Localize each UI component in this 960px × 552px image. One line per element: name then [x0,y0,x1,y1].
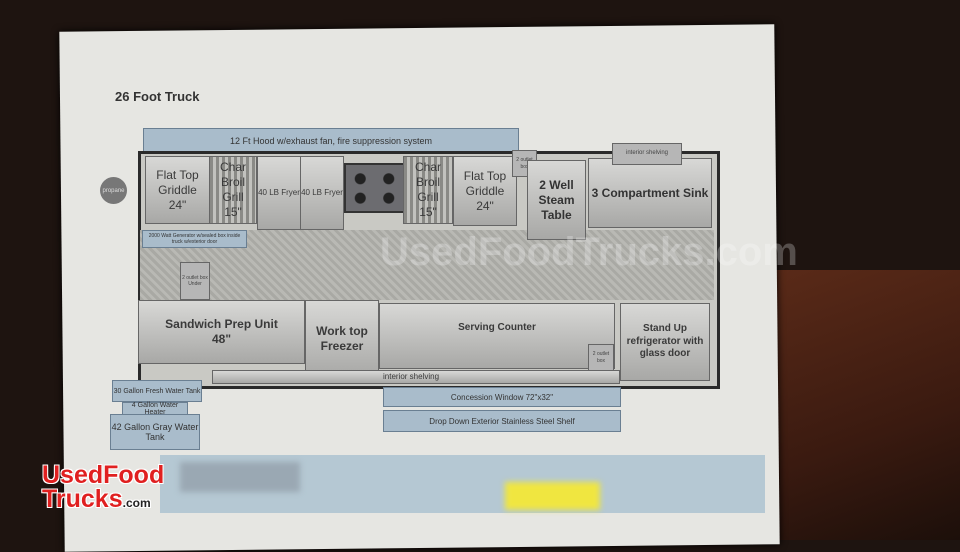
generator-label: 2000 Watt Generator w/sealed box inside … [142,230,247,248]
steam-table: 2 Well Steam Table [527,160,586,240]
interior-shelving: interior shelving [212,370,620,384]
work-top-freezer: Work top Freezer [305,300,379,378]
size: 24" [476,198,494,213]
interior-shelving-top: interior shelving [612,143,682,165]
wooden-furniture [770,270,960,540]
drop-down-shelf: Drop Down Exterior Stainless Steel Shelf [383,410,621,432]
fresh-water-tank: 30 Gallon Fresh Water Tank [112,380,202,402]
blurred-yellow-mark [505,482,600,510]
size: 15" [419,205,437,219]
label: Char Broil Grill [414,160,441,204]
hood: 12 Ft Hood w/exhaust fan, fire suppressi… [143,128,519,153]
range-burners [344,163,405,213]
serving-counter: Serving Counter [379,303,615,369]
label: Char Broil Grill [219,160,246,204]
size: 24" [168,197,187,212]
size: 15" [224,205,242,219]
fryer-2: 40 LB Fryer [300,156,344,230]
propane-tank: propane [100,177,127,204]
gray-water-tank: 42 Gallon Gray Water Tank [110,414,200,450]
label: Flat Top Griddle [156,167,199,197]
label: Flat Top Griddle [463,168,507,198]
compartment-sink: 3 Compartment Sink [588,158,712,228]
outlet-box-under: 2 outlet box Under [180,262,210,300]
logo-domain: .com [122,496,151,510]
concession-window: Concession Window 72"x32" [383,387,621,407]
size: 48" [211,332,232,346]
usedfoodtrucks-logo: UsedFood Trucks.com [42,463,164,515]
logo-line1: UsedFood [42,461,165,489]
watermark: UsedFoodTrucks.com [380,230,798,274]
blurred-text [180,462,300,492]
logo-line2: Trucks [42,485,123,513]
outlet-box-serving: 2 outlet box [588,344,614,371]
label: Sandwich Prep Unit [165,317,278,331]
plan-title: 26 Foot Truck [115,89,200,104]
fryer-1: 40 LB Fryer [257,156,301,230]
stand-up-refrigerator: Stand Up refrigerator with glass door [620,303,710,381]
